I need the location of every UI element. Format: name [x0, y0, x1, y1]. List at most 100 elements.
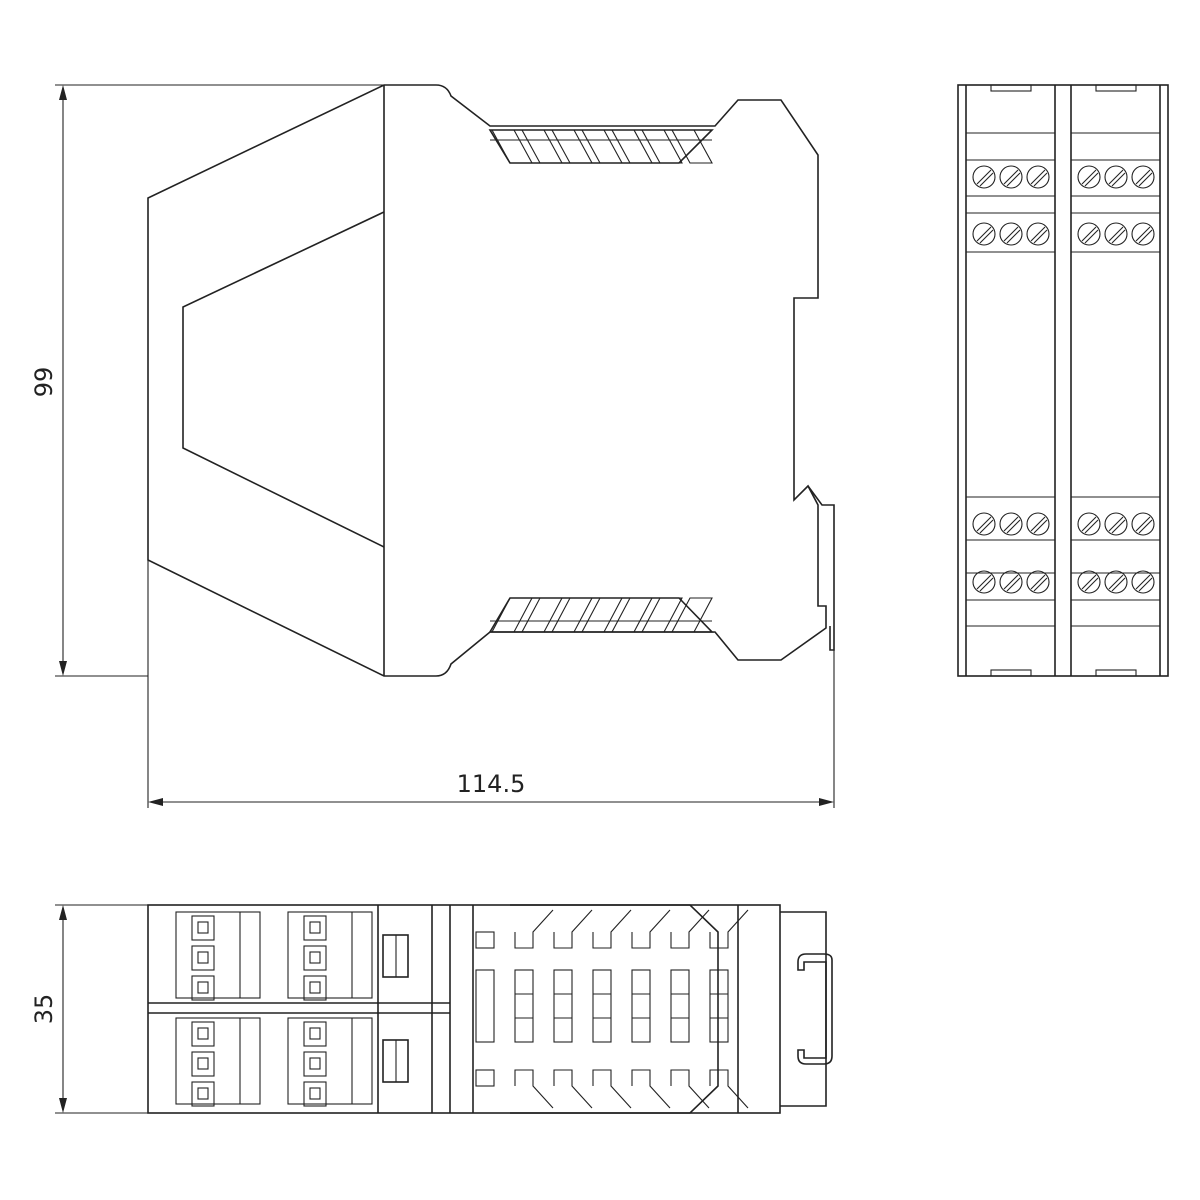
- connector-pin: [309, 1027, 321, 1040]
- connector-pin: [197, 951, 209, 964]
- bottom-view: [147, 904, 833, 1114]
- lower-vent-slot: [551, 597, 593, 633]
- screw-terminal: [1104, 570, 1128, 594]
- bottom-connectors: [175, 911, 373, 1107]
- connector-pin: [197, 1027, 209, 1040]
- screw-terminal: [1077, 512, 1101, 536]
- vent-column: [514, 909, 554, 1109]
- front-outline: [957, 84, 1169, 677]
- top-tab: [990, 84, 1032, 92]
- screw-terminal: [1077, 222, 1101, 246]
- connector-block: [175, 1017, 261, 1107]
- front-module: [965, 84, 1056, 677]
- bottom-tab: [990, 669, 1032, 677]
- screw-terminal: [1131, 222, 1155, 246]
- vent-stub: [475, 931, 495, 949]
- screw-terminal: [1131, 165, 1155, 189]
- connector-slot: [191, 1081, 215, 1107]
- upper-vent-slot: [581, 129, 623, 164]
- connector-pin: [309, 921, 321, 934]
- vent-column: [631, 909, 671, 1109]
- bottom-rail-clip: [780, 911, 827, 1107]
- upper-vent-slots: [490, 129, 713, 164]
- connector-slot: [303, 975, 327, 1001]
- screw-terminal: [1026, 165, 1050, 189]
- screw-terminal: [1077, 165, 1101, 189]
- screw-terminal: [1104, 512, 1128, 536]
- lower-vent-slot: [491, 597, 533, 633]
- depth-label: 35: [30, 994, 58, 1025]
- top-tab: [1095, 84, 1137, 92]
- vent-stub: [475, 969, 495, 1043]
- vent-column: [592, 909, 632, 1109]
- bottom-rail-hook: [797, 953, 833, 1065]
- din-clip: [807, 485, 835, 651]
- height-label: 99: [30, 367, 58, 398]
- lower-vent-slot: [611, 597, 653, 633]
- screw-terminal: [999, 570, 1023, 594]
- connector-slot: [191, 1051, 215, 1077]
- lower-vent-slot: [521, 597, 563, 633]
- connector-pin: [197, 1057, 209, 1070]
- connector-pin: [309, 951, 321, 964]
- screw-terminal: [999, 165, 1023, 189]
- screw-terminal: [1131, 570, 1155, 594]
- connector-slot: [191, 975, 215, 1001]
- screw-terminal: [1131, 512, 1155, 536]
- upper-vent-slot: [641, 129, 683, 164]
- upper-vent-slot: [611, 129, 653, 164]
- connector-block: [287, 911, 373, 1001]
- screw-terminal: [972, 222, 996, 246]
- vent-column: [709, 909, 749, 1109]
- side-view: [147, 84, 835, 677]
- connector-pin: [309, 1087, 321, 1100]
- screw-terminal: [999, 512, 1023, 536]
- bottom-outline: [147, 904, 781, 1114]
- screw-terminal: [972, 512, 996, 536]
- connector-pin: [309, 981, 321, 994]
- connector-pin: [309, 1057, 321, 1070]
- screw-terminal: [1077, 570, 1101, 594]
- connector-slot: [303, 1081, 327, 1107]
- bottom-vent-border: [510, 904, 719, 1114]
- vent-column: [553, 909, 593, 1109]
- width-label: 114.5: [457, 770, 526, 798]
- connector-slot: [303, 1021, 327, 1047]
- lower-vent-slot: [581, 597, 623, 633]
- connector-slot: [191, 915, 215, 941]
- lower-vent-slots: [490, 597, 713, 633]
- upper-vent-slot: [551, 129, 593, 164]
- front-modules: [965, 84, 1161, 677]
- upper-vent-slot: [491, 129, 533, 164]
- screw-terminal: [972, 570, 996, 594]
- screw-terminal: [999, 222, 1023, 246]
- upper-vent-slot: [671, 129, 713, 164]
- connector-slot: [303, 945, 327, 971]
- width-dimension: 114.5: [147, 560, 835, 808]
- screw-terminal: [972, 165, 996, 189]
- connector-slot: [303, 1051, 327, 1077]
- connector-pin: [197, 1087, 209, 1100]
- bottom-vent-grid: [475, 909, 749, 1109]
- screw-terminal: [1104, 165, 1128, 189]
- vent-stub: [475, 1069, 495, 1087]
- bottom-tab: [1095, 669, 1137, 677]
- front-module: [1070, 84, 1161, 677]
- connector-slot: [303, 915, 327, 941]
- screw-terminal: [1026, 512, 1050, 536]
- screw-terminal: [1104, 222, 1128, 246]
- front-view: [957, 84, 1169, 677]
- depth-dimension: 35: [30, 904, 148, 1114]
- screw-terminal: [1026, 222, 1050, 246]
- connector-slot: [191, 1021, 215, 1047]
- screw-terminal: [1026, 570, 1050, 594]
- connector-block: [175, 911, 261, 1001]
- connector-pin: [197, 981, 209, 994]
- lower-vent-slot: [641, 597, 683, 633]
- side-housing-outline: [147, 84, 827, 677]
- connector-pin: [197, 921, 209, 934]
- connector-slot: [191, 945, 215, 971]
- connector-block: [287, 1017, 373, 1107]
- side-face-recess: [182, 211, 385, 548]
